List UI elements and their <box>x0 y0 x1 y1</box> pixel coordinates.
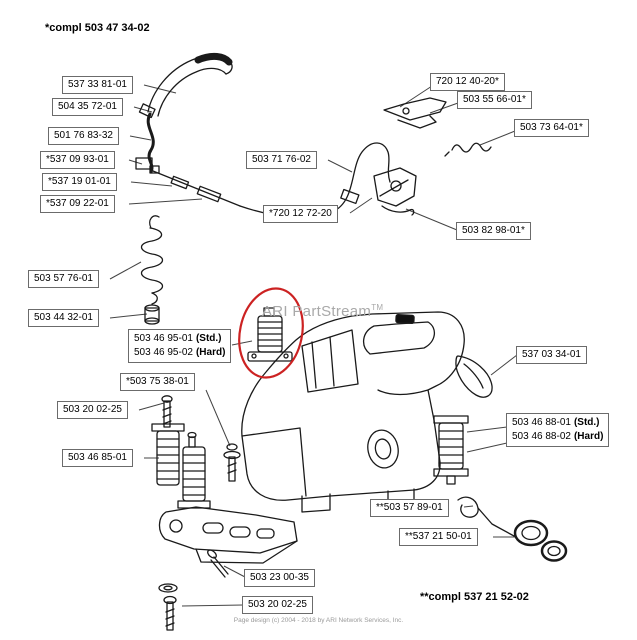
av-mounts-left-drawing <box>151 423 211 509</box>
watermark-text: ARI PartStream <box>262 303 372 320</box>
part-label-537-09-93-01[interactable]: *537 09 93-01 <box>40 151 115 169</box>
part-label-503-44-32-01[interactable]: 503 44 32-01 <box>28 309 99 327</box>
bottom-hardware-drawing <box>158 549 229 631</box>
part-label-503-71-76-02[interactable]: 503 71 76-02 <box>246 151 317 169</box>
part-label-503-46-88[interactable]: 503 46 88-01(Std.) 503 46 88-02(Hard) <box>506 413 610 447</box>
part-label-row: 503 46 88-01(Std.) <box>512 416 603 430</box>
page-footer: Page design (c) 2004 - 2018 by ARI Netwo… <box>233 617 404 624</box>
coil-spring-drawing <box>140 215 164 305</box>
bushing-drawing <box>144 304 160 325</box>
part-number: 503 46 95-01 <box>134 333 193 344</box>
throttle-lever-drawing <box>373 97 492 216</box>
part-label-537-33-81-01[interactable]: 537 33 81-01 <box>62 76 133 94</box>
part-number: 503 46 88-02 <box>512 431 571 442</box>
part-label-503-23-00-35[interactable]: 503 23 00-35 <box>244 569 315 587</box>
av-mount-right-drawing <box>433 415 469 485</box>
part-number: 503 46 88-01 <box>512 417 571 428</box>
elbow-fitting-drawing <box>135 157 160 174</box>
part-variant: (Hard) <box>573 431 604 442</box>
assembly-note-top: *compl 503 47 34-02 <box>45 22 150 34</box>
handle-molding-drawing <box>455 355 493 398</box>
part-label-row: 503 46 95-02(Hard) <box>134 346 225 360</box>
part-variant: (Std.) <box>573 417 600 428</box>
screws-drawing <box>161 395 241 482</box>
part-label-503-20-02-25-lower[interactable]: 503 20 02-25 <box>242 596 313 614</box>
highlight-circle <box>238 287 304 379</box>
av-mount-highlighted-drawing <box>247 307 293 362</box>
part-label-row: 503 46 95-01(Std.) <box>134 332 225 346</box>
part-label-503-57-89-01[interactable]: **503 57 89-01 <box>370 499 449 517</box>
part-label-503-46-85-01[interactable]: 503 46 85-01 <box>62 449 133 467</box>
leader-lines <box>109 84 518 607</box>
part-label-537-21-50-01[interactable]: **537 21 50-01 <box>399 528 478 546</box>
part-label-503-75-38-01[interactable]: *503 75 38-01 <box>120 373 195 391</box>
part-variant: (Hard) <box>195 347 226 358</box>
cable-adjuster-drawing <box>152 170 241 207</box>
part-label-503-46-95[interactable]: 503 46 95-01(Std.) 503 46 95-02(Hard) <box>128 329 232 363</box>
part-label-720-12-72-20[interactable]: *720 12 72-20 <box>263 205 338 223</box>
part-label-501-76-83-32[interactable]: 501 76 83-32 <box>48 127 119 145</box>
assembly-note-bottom: **compl 537 21 52-02 <box>420 591 529 603</box>
part-number: 503 46 95-02 <box>134 347 193 358</box>
part-label-537-09-22-01[interactable]: *537 09 22-01 <box>40 195 115 213</box>
part-variant: (Std.) <box>195 333 222 344</box>
tank-body-drawing <box>241 311 465 513</box>
part-label-537-19-01-01[interactable]: *537 19 01-01 <box>42 173 117 191</box>
handle-tube-drawing <box>138 52 233 119</box>
part-label-503-20-02-25-upper[interactable]: 503 20 02-25 <box>57 401 128 419</box>
part-label-503-73-64-01[interactable]: 503 73 64-01* <box>514 119 589 137</box>
part-label-503-55-66-01[interactable]: 503 55 66-01* <box>457 91 532 109</box>
part-label-720-12-40-20[interactable]: 720 12 40-20* <box>430 73 505 91</box>
clip-and-cap-drawing <box>457 496 568 562</box>
bottom-bracket-drawing <box>158 506 298 564</box>
watermark-tm: TM <box>371 303 384 312</box>
part-label-504-35-72-01[interactable]: 504 35 72-01 <box>52 98 123 116</box>
part-label-537-03-34-01[interactable]: 537 03 34-01 <box>516 346 587 364</box>
part-label-503-57-76-01[interactable]: 503 57 76-01 <box>28 270 99 288</box>
part-label-503-82-98-01[interactable]: 503 82 98-01* <box>456 222 531 240</box>
watermark: ARI PartStreamTM <box>262 303 383 320</box>
part-label-row: 503 46 88-02(Hard) <box>512 430 603 444</box>
